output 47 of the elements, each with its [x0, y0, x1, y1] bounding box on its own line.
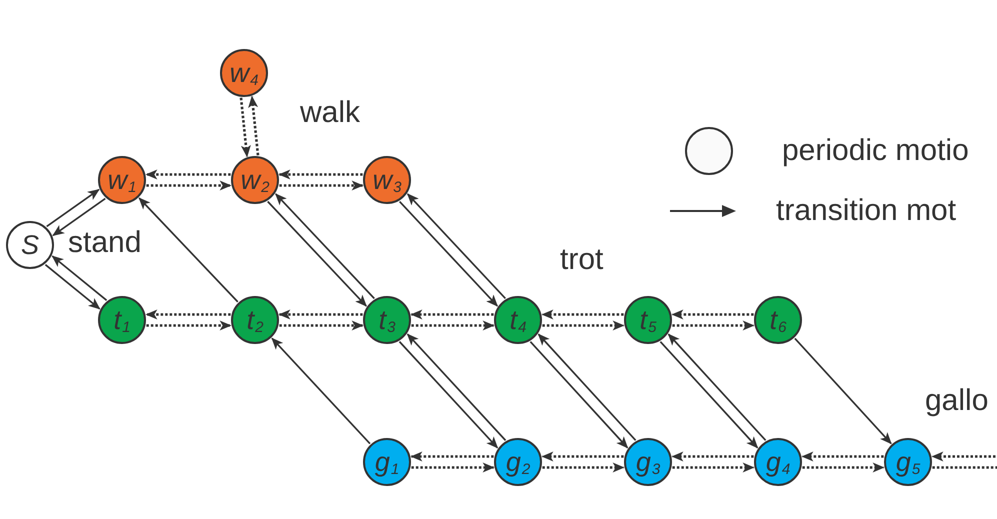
- dotted-arrow: [278, 310, 363, 320]
- arrow: [398, 341, 498, 449]
- gait-label: gallo: [925, 386, 988, 416]
- arrow: [44, 264, 100, 310]
- dotted-arrow: [802, 462, 885, 472]
- dotted-arrow: [801, 452, 884, 462]
- dotted-arrow: [671, 452, 754, 462]
- gait-label: trot: [560, 245, 604, 275]
- dotted-arrow: [145, 310, 231, 320]
- dotted-arrow: [541, 452, 624, 462]
- dotted-arrow: [410, 310, 494, 320]
- arrow: [668, 334, 766, 441]
- legend-text: periodic motio: [782, 136, 969, 166]
- dotted-arrow: [542, 462, 625, 472]
- dotted-arrow: [411, 462, 495, 472]
- dotted-arrow: [279, 320, 364, 330]
- arrow: [660, 341, 758, 448]
- dotted-arrow: [672, 320, 755, 330]
- dotted-arrow: [146, 320, 232, 330]
- dotted-arrow: [410, 452, 494, 462]
- dotted-arrow: [146, 180, 232, 190]
- dotted-arrow: [411, 320, 495, 330]
- arrow: [399, 200, 498, 307]
- dotted-arrow: [931, 452, 997, 462]
- dotted-arrow: [279, 180, 364, 190]
- arrow: [538, 334, 636, 441]
- arrow: [52, 198, 106, 236]
- dotted-arrow: [541, 310, 624, 320]
- arrow: [794, 338, 892, 444]
- dotted-arrow: [672, 462, 755, 472]
- gait-label: walk: [300, 98, 360, 128]
- dotted-arrow: [278, 170, 363, 180]
- dotted-arrow: [145, 170, 231, 180]
- arrow: [406, 333, 506, 441]
- arrow: [52, 255, 108, 301]
- arrow: [138, 197, 238, 302]
- dotted-arrow: [240, 98, 251, 158]
- dotted-arrow: [671, 310, 754, 320]
- gait-label: stand: [68, 228, 142, 258]
- arrow: [275, 193, 375, 300]
- arrow: [271, 338, 371, 444]
- dotted-arrow: [542, 320, 625, 330]
- dotted-arrow: [248, 96, 260, 156]
- arrow: [46, 188, 100, 228]
- legend-text: transition mot: [776, 196, 956, 226]
- arrow: [530, 341, 628, 448]
- arrow: [267, 200, 367, 307]
